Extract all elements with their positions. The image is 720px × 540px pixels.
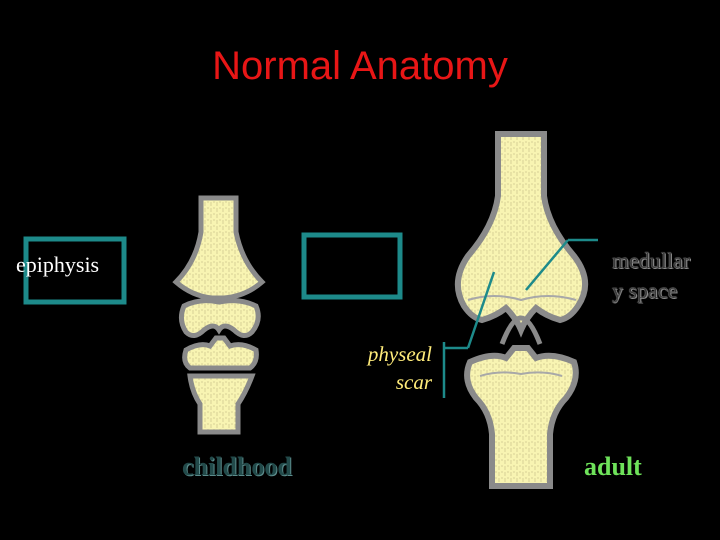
physeal-scar-leader <box>442 271 496 398</box>
epiphysis-label: epiphysis <box>16 252 100 277</box>
childhood-femur-epiphysis <box>178 298 261 338</box>
childhood-tibia-epiphysis <box>182 335 259 371</box>
slide-title: Normal Anatomy <box>212 44 508 88</box>
medullary-space-label-line2: y space <box>612 278 678 303</box>
medullary-space-leader <box>525 238 598 291</box>
childhood-femur-metaphysis <box>172 195 266 301</box>
medullary-space-label-line1: medullar <box>612 248 691 273</box>
physeal-scar-label-line2: scar <box>395 370 432 394</box>
adult-caption: adult <box>584 452 642 481</box>
childhood-tibia-shaft <box>187 373 256 435</box>
adult-knee <box>455 131 588 489</box>
adult-femur-condyle-notch <box>499 315 543 345</box>
childhood-caption: childhood <box>182 452 292 481</box>
physeal-scar-label: physeal scar <box>352 340 432 396</box>
medullary-space-label: medullar y space <box>612 246 690 306</box>
physeal-scar-label-line1: physeal <box>367 342 432 366</box>
childhood-knee <box>172 195 266 435</box>
epiphysis-callout-box <box>23 236 127 305</box>
adult-tibia <box>464 345 579 489</box>
adult-tibia-physeal-scar <box>479 371 563 377</box>
adult-femur-physeal-scar <box>467 295 577 302</box>
center-callout-box <box>301 232 403 300</box>
